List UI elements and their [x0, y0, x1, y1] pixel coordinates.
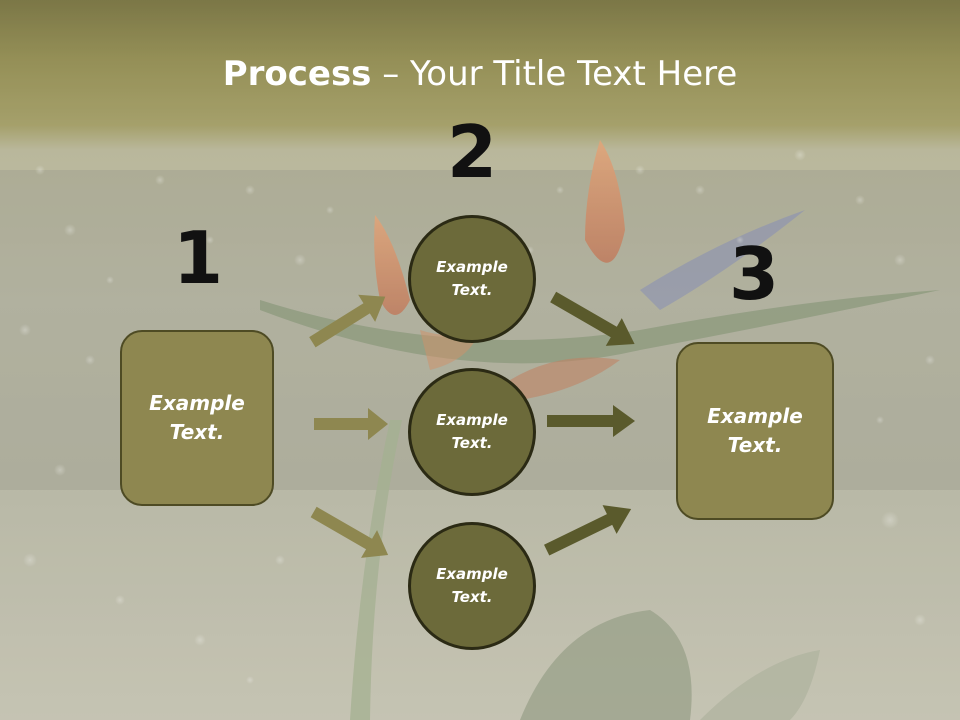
left-middle-arrow-shape [314, 408, 388, 440]
left-bottom-arrow [310, 506, 389, 558]
left-box[interactable]: Example Text. [120, 330, 274, 506]
right-middle-arrow-shape [547, 405, 635, 437]
title-bold: Process [222, 54, 372, 94]
circle-middle-text: Example Text. [436, 411, 508, 452]
circle-bottom[interactable]: Example Text. [408, 522, 536, 650]
circle-middle[interactable]: Example Text. [408, 368, 536, 496]
right-box[interactable]: Example Text. [676, 342, 834, 520]
right-top-arrow-shape [550, 291, 635, 346]
right-top-arrow [550, 291, 635, 346]
step-number-1: 1 [172, 216, 224, 300]
left-middle-arrow [314, 408, 388, 440]
circle-bottom-text: Example Text. [436, 565, 508, 606]
left-top-arrow [309, 294, 386, 348]
right-bottom-arrow-shape [544, 505, 632, 556]
step-number-3: 3 [728, 232, 780, 316]
left-top-arrow-shape [309, 294, 386, 348]
left-box-text: Example Text. [149, 391, 245, 444]
left-bottom-arrow-shape [310, 506, 389, 558]
right-box-text: Example Text. [707, 404, 803, 457]
slide-title: Process – Your Title Text Here [0, 52, 960, 96]
circle-top[interactable]: Example Text. [408, 215, 536, 343]
step-number-2: 2 [446, 110, 498, 194]
title-rest: – Your Title Text Here [371, 54, 738, 94]
circle-top-text: Example Text. [436, 258, 508, 299]
right-bottom-arrow [544, 505, 632, 556]
right-middle-arrow [547, 405, 635, 437]
